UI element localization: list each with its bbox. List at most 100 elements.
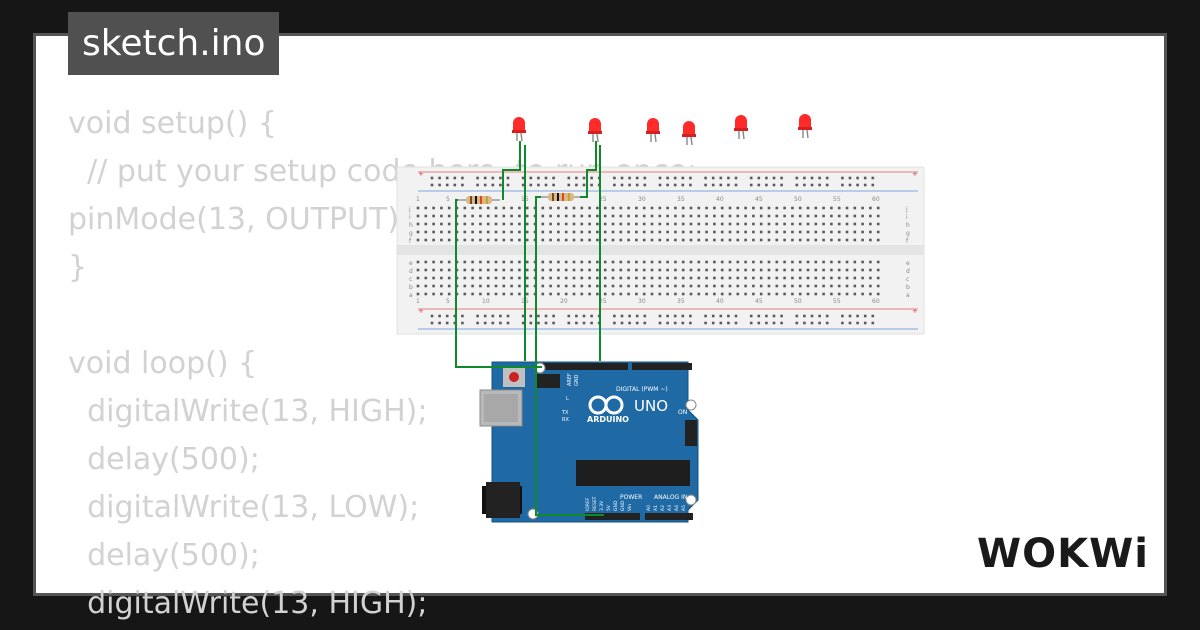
breadboard-hole [494,292,498,296]
breadboard-hole [658,230,662,234]
breadboard-hole [635,268,638,272]
breadboard-hole [674,214,677,218]
breadboard-hole [650,238,654,242]
breadboard[interactable]: + + + + 1 5 10 15 20 25 30 35 40 45 50 5… [396,166,925,335]
resistor[interactable] [458,196,500,204]
breadboard-hole [845,238,849,242]
rail-hole [438,183,441,187]
breadboard-hole [798,292,802,296]
red-led[interactable] [588,118,602,143]
wire [502,141,521,200]
row-letter: d [906,268,910,275]
breadboard-hole [635,206,638,210]
breadboard-hole [681,260,685,264]
breadboard-hole [798,268,802,272]
wokwi-logo[interactable]: WOKWi [975,527,1155,579]
code-editor[interactable]: void setup() { // put your setup code he… [68,100,697,628]
file-name-tab[interactable]: sketch.ino [68,12,280,75]
breadboard-hole [510,292,513,296]
breadboard-hole [447,222,451,226]
breadboard-hole [861,230,864,234]
breadboard-hole [806,292,810,296]
breadboard-hole [471,206,474,210]
rail-hole [704,183,707,187]
rail-hole [491,314,495,318]
breadboard-hole [876,214,880,218]
rail-hole [795,321,799,325]
breadboard-hole [611,206,615,210]
rail-hole [620,176,624,180]
rail-hole [856,183,859,187]
red-led[interactable] [646,118,660,143]
breadboard-hole [713,268,716,272]
breadboard-hole [479,206,482,210]
red-led[interactable] [682,121,696,146]
breadboard-hole [416,230,420,234]
red-led[interactable] [512,117,526,142]
rail-hole [613,183,616,187]
breadboard-hole [720,284,724,288]
breadboard-hole [830,214,833,218]
breadboard-hole [416,206,420,210]
breadboard-hole [822,292,825,296]
breadboard-hole [806,268,810,272]
breadboard-hole [596,214,599,218]
breadboard-hole [822,276,825,280]
breadboard-hole [518,284,521,288]
breadboard-hole [572,222,576,226]
breadboard-hole [424,268,428,272]
rail-hole [825,183,829,187]
breadboard-hole [666,284,669,288]
breadboard-hole [572,206,576,210]
analog-pin-labels: A0 A1 A2 A3 A4 A5 [646,505,687,511]
breadboard-hole [783,292,786,296]
breadboard-hole [689,276,693,280]
breadboard-hole [572,238,576,242]
breadboard-hole [572,260,576,264]
rail-hole [704,314,707,318]
red-led[interactable] [734,115,748,140]
rail-hole [871,176,875,180]
breadboard-hole [564,268,568,272]
power-pin-labels: IOREF RESET 3.3V 5V GND GND Vin [585,496,633,511]
row-letter: b [409,284,413,291]
rail-hole [628,176,631,180]
breadboard-hole [845,214,849,218]
rail-hole [537,176,540,180]
breadboard-hole [471,222,474,226]
pin-label: A5 [681,505,687,511]
breadboard-hole [853,238,857,242]
rail-hole [628,321,631,325]
breadboard-hole [783,222,786,226]
breadboard-hole [471,230,474,234]
arduino-uno[interactable]: UNO ARDUINO DIGITAL (PWM ~) AREF GND L T… [479,361,699,523]
breadboard-hole [806,284,810,288]
breadboard-hole [642,268,646,272]
breadboard-hole [642,292,646,296]
red-led[interactable] [798,114,812,139]
row-letter: h [906,222,910,229]
breadboard-hole [845,230,849,234]
breadboard-hole [861,292,864,296]
breadboard-hole [541,268,545,272]
breadboard-hole [486,214,490,218]
breadboard-hole [814,268,818,272]
rail-hole [727,314,730,318]
breadboard-hole [463,222,467,226]
rail-hole [780,314,783,318]
rail-hole [552,183,555,187]
breadboard-hole [869,206,872,210]
breadboard-hole [541,230,545,234]
breadboard-hole [876,222,880,226]
resistor[interactable] [541,193,580,201]
breadboard-hole [557,230,560,234]
breadboard-hole [611,284,615,288]
breadboard-hole [752,206,755,210]
breadboard-hole [416,214,420,218]
breadboard-hole [635,260,638,264]
breadboard-hole [814,214,818,218]
code-line: digitalWrite(13, HIGH); [68,394,428,429]
breadboard-hole [619,222,623,226]
rail-hole [841,314,844,318]
rail-hole [795,183,799,187]
